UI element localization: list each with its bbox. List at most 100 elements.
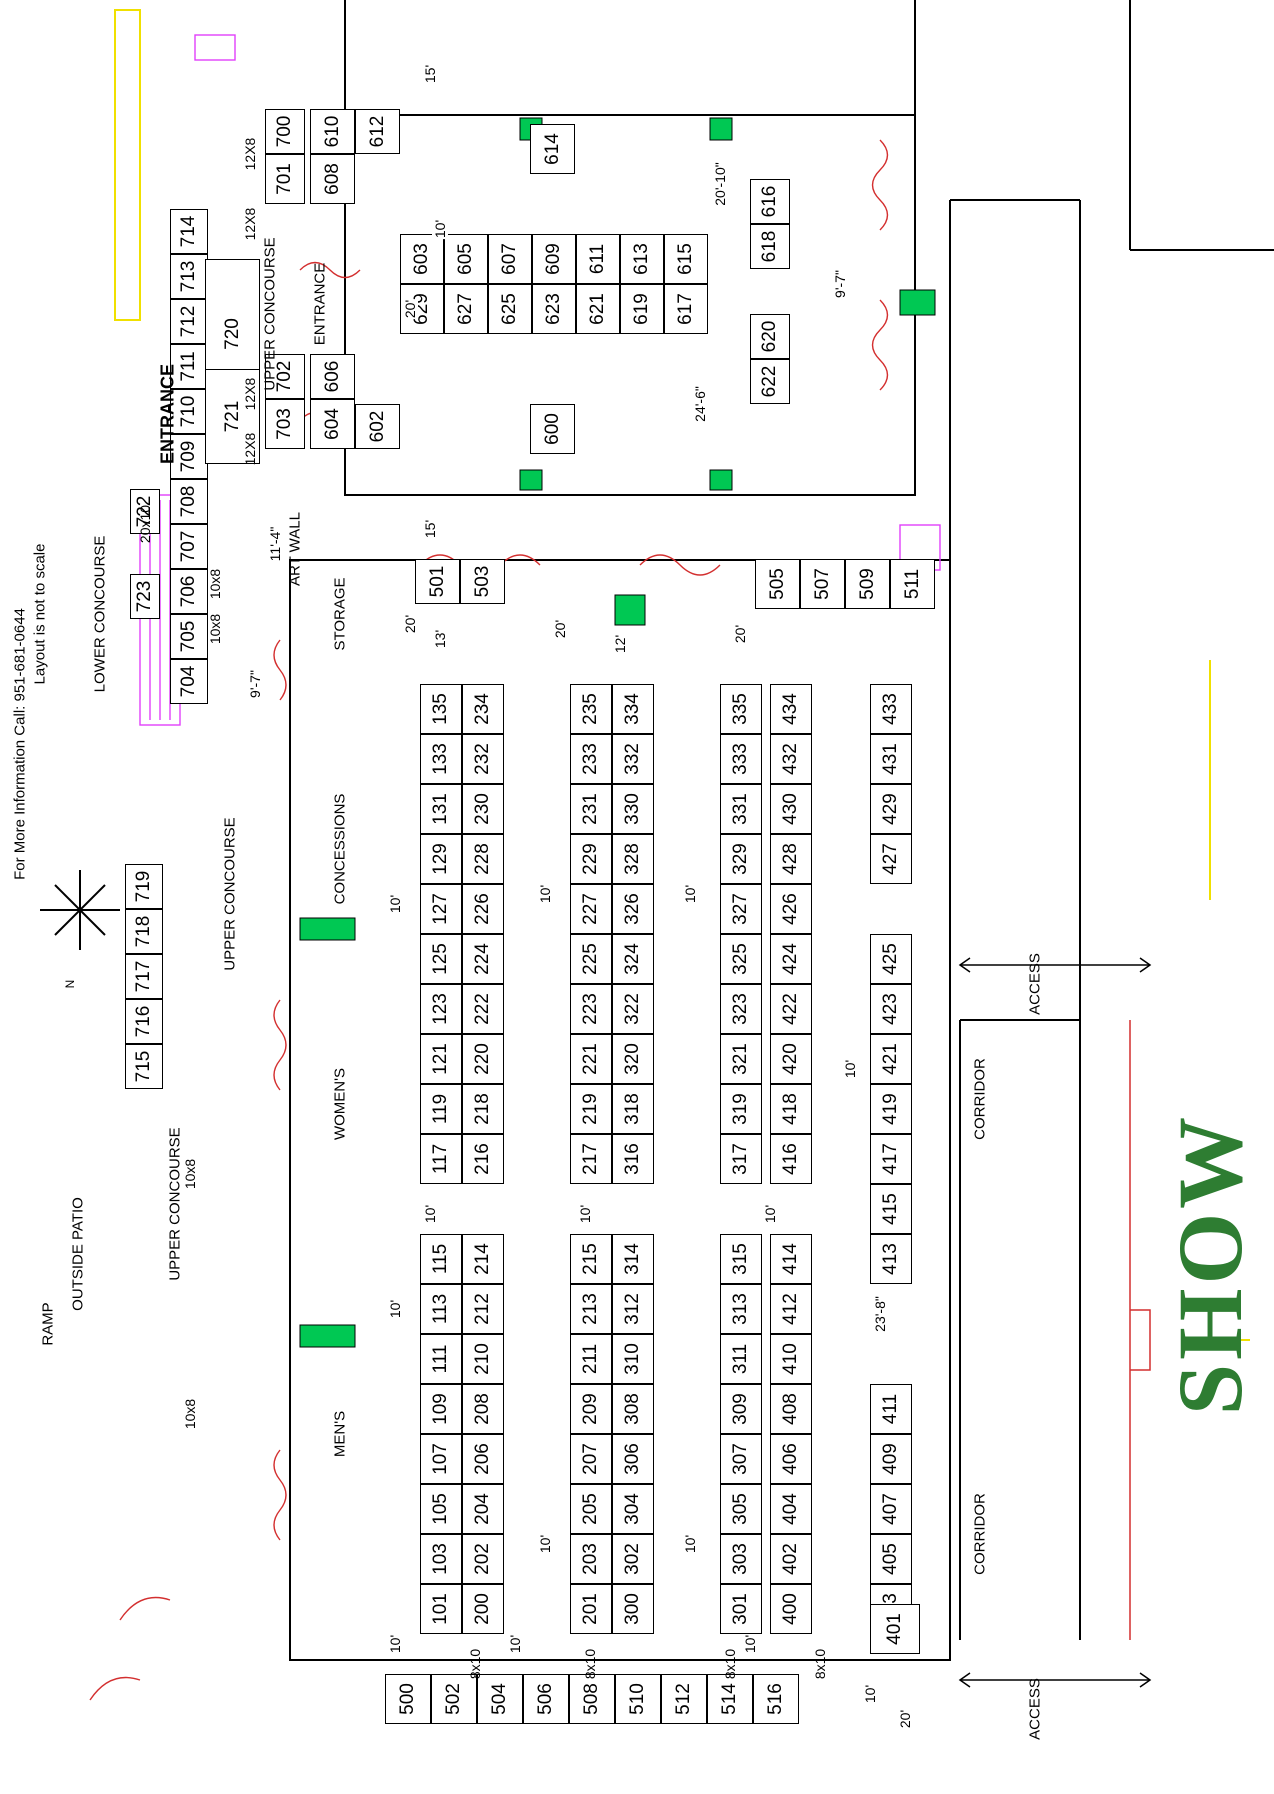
booth-200[interactable]: 221 [570, 1034, 612, 1084]
booth-500[interactable]: 500 [385, 1674, 431, 1724]
booth-400[interactable]: 409 [870, 1434, 912, 1484]
booth-400[interactable]: 405 [870, 1534, 912, 1584]
booth-100[interactable]: 119 [420, 1084, 462, 1134]
booth-300[interactable]: 326 [612, 884, 654, 934]
booth-400[interactable]: 432 [770, 734, 812, 784]
booth-300[interactable]: 312 [612, 1284, 654, 1334]
booth-501[interactable]: 501 [415, 559, 460, 604]
booth-614[interactable]: 614 [530, 124, 575, 174]
booth-600-block[interactable]: 621 [576, 284, 620, 334]
booth-200[interactable]: 229 [570, 834, 612, 884]
booth-200[interactable]: 212 [462, 1284, 504, 1334]
booth-200[interactable]: 222 [462, 984, 504, 1034]
booth-100[interactable]: 105 [420, 1484, 462, 1534]
booth-row-715[interactable]: 715 [125, 1044, 163, 1089]
booth-200[interactable]: 210 [462, 1334, 504, 1384]
booth-300[interactable]: 325 [720, 934, 762, 984]
booth-300[interactable]: 301 [720, 1584, 762, 1634]
booth-row-700[interactable]: 713 [170, 254, 208, 299]
booth-400[interactable]: 416 [770, 1134, 812, 1184]
booth-400[interactable]: 434 [770, 684, 812, 734]
booth-300[interactable]: 335 [720, 684, 762, 734]
booth-400[interactable]: 424 [770, 934, 812, 984]
booth-200[interactable]: 224 [462, 934, 504, 984]
booth-100[interactable]: 109 [420, 1384, 462, 1434]
booth-300[interactable]: 300 [612, 1584, 654, 1634]
booth-row-700[interactable]: 705 [170, 614, 208, 659]
booth-400[interactable]: 412 [770, 1284, 812, 1334]
booth-701[interactable]: 701 [265, 154, 305, 204]
booth-400[interactable]: 400 [770, 1584, 812, 1634]
booth-600-block[interactable]: 627 [444, 284, 488, 334]
booth-400[interactable]: 417 [870, 1134, 912, 1184]
booth-300[interactable]: 320 [612, 1034, 654, 1084]
booth-400[interactable]: 431 [870, 734, 912, 784]
booth-606[interactable]: 606 [310, 354, 355, 399]
booth-200[interactable]: 231 [570, 784, 612, 834]
booth-200[interactable]: 216 [462, 1134, 504, 1184]
booth-622[interactable]: 622 [750, 359, 790, 404]
booth-612[interactable]: 612 [355, 109, 400, 154]
booth-200[interactable]: 209 [570, 1384, 612, 1434]
booth-300[interactable]: 324 [612, 934, 654, 984]
booth-400[interactable]: 429 [870, 784, 912, 834]
booth-300[interactable]: 313 [720, 1284, 762, 1334]
booth-200[interactable]: 202 [462, 1534, 504, 1584]
booth-400[interactable]: 408 [770, 1384, 812, 1434]
booth-row-700[interactable]: 708 [170, 479, 208, 524]
booth-100[interactable]: 133 [420, 734, 462, 784]
booth-703[interactable]: 703 [265, 399, 305, 449]
booth-200[interactable]: 213 [570, 1284, 612, 1334]
booth-200[interactable]: 215 [570, 1234, 612, 1284]
booth-200[interactable]: 232 [462, 734, 504, 784]
booth-row-700[interactable]: 707 [170, 524, 208, 569]
booth-400[interactable]: 425 [870, 934, 912, 984]
booth-600-block[interactable]: 605 [444, 234, 488, 284]
booth-508[interactable]: 508 [569, 1674, 615, 1724]
booth-400[interactable]: 415 [870, 1184, 912, 1234]
booth-300[interactable]: 334 [612, 684, 654, 734]
booth-row-715[interactable]: 717 [125, 954, 163, 999]
booth-616[interactable]: 616 [750, 179, 790, 224]
booth-502[interactable]: 502 [431, 1674, 477, 1724]
booth-400[interactable]: 430 [770, 784, 812, 834]
booth-300[interactable]: 319 [720, 1084, 762, 1134]
booth-401[interactable]: 401 [870, 1604, 920, 1654]
booth-400[interactable]: 422 [770, 984, 812, 1034]
booth-608[interactable]: 608 [310, 154, 355, 204]
booth-400[interactable]: 418 [770, 1084, 812, 1134]
booth-row-700[interactable]: 704 [170, 659, 208, 704]
booth-600-block[interactable]: 623 [532, 284, 576, 334]
booth-610[interactable]: 610 [310, 109, 355, 154]
booth-300[interactable]: 318 [612, 1084, 654, 1134]
booth-510[interactable]: 510 [615, 1674, 661, 1724]
booth-200[interactable]: 233 [570, 734, 612, 784]
booth-503[interactable]: 503 [460, 559, 505, 604]
booth-400[interactable]: 411 [870, 1384, 912, 1434]
booth-723[interactable]: 723 [130, 574, 160, 619]
booth-100[interactable]: 103 [420, 1534, 462, 1584]
booth-602[interactable]: 602 [355, 404, 400, 449]
booth-400[interactable]: 407 [870, 1484, 912, 1534]
booth-200[interactable]: 227 [570, 884, 612, 934]
booth-100[interactable]: 107 [420, 1434, 462, 1484]
booth-300[interactable]: 330 [612, 784, 654, 834]
booth-100[interactable]: 101 [420, 1584, 462, 1634]
booth-row-700[interactable]: 712 [170, 299, 208, 344]
booth-300[interactable]: 305 [720, 1484, 762, 1534]
booth-200[interactable]: 219 [570, 1084, 612, 1134]
booth-100[interactable]: 135 [420, 684, 462, 734]
booth-516[interactable]: 516 [753, 1674, 799, 1724]
booth-300[interactable]: 309 [720, 1384, 762, 1434]
booth-row-715[interactable]: 716 [125, 999, 163, 1044]
booth-600-block[interactable]: 617 [664, 284, 708, 334]
booth-300[interactable]: 315 [720, 1234, 762, 1284]
booth-100[interactable]: 125 [420, 934, 462, 984]
booth-100[interactable]: 129 [420, 834, 462, 884]
booth-200[interactable]: 201 [570, 1584, 612, 1634]
booth-300[interactable]: 307 [720, 1434, 762, 1484]
booth-100[interactable]: 127 [420, 884, 462, 934]
booth-200[interactable]: 211 [570, 1334, 612, 1384]
booth-300[interactable]: 303 [720, 1534, 762, 1584]
booth-600-block[interactable]: 619 [620, 284, 664, 334]
